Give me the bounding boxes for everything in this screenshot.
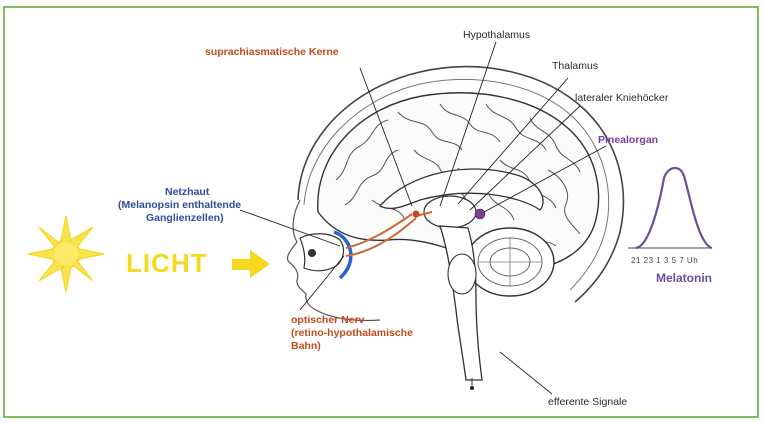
sun-icon [28, 216, 104, 292]
pineal-marker [475, 209, 485, 219]
label-optic-sub2: Bahn) [291, 340, 321, 352]
label-optic-title: optischer Nerv [291, 314, 365, 326]
melatonin-label: Melatonin [656, 271, 712, 285]
melatonin-curve [628, 168, 712, 248]
label-scn: suprachiasmatische Kerne [205, 46, 339, 58]
label-retina-sub1: (Melanopsin enthaltende [118, 199, 241, 211]
eye-icon [300, 232, 351, 278]
label-thalamus: Thalamus [552, 60, 598, 72]
label-retina-title: Netzhaut [165, 186, 209, 198]
scn-marker [413, 211, 420, 218]
label-efferent: efferente Signale [548, 396, 627, 408]
label-optic-sub1: (retino-hypothalamische [291, 327, 413, 339]
light-label: LICHT [126, 248, 208, 279]
melatonin-ticks: 21 23 1 3 5 7 Uh [631, 256, 698, 265]
label-pineal: Pinealorgan [598, 134, 658, 146]
label-retina-sub2: Ganglienzellen) [146, 212, 224, 224]
label-internal-capsule: lateraler Kniehöcker [575, 92, 668, 104]
cerebellum [466, 228, 554, 296]
arrow-right-icon [232, 250, 270, 278]
label-hypothalamus: Hypothalamus [463, 29, 530, 41]
